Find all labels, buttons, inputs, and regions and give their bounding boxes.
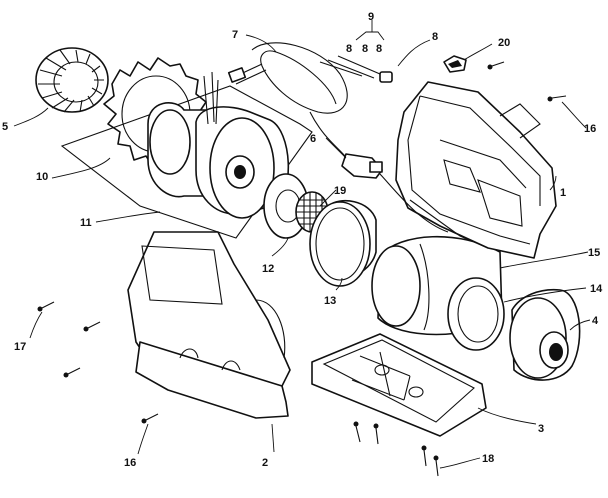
callout-9-sub-c: 8 [376,43,382,55]
part-20-clip [443,55,467,73]
part-9-wire-set [319,55,393,83]
part-6-switch [341,153,449,233]
callout-19: 19 [334,185,346,197]
callout-13: 13 [324,295,336,307]
callout-18: 18 [482,453,494,465]
callout-16-bottom: 16 [124,457,136,469]
callout-9-sub-a: 8 [346,43,352,55]
part-14-gasket-ring [447,277,505,351]
callout-7: 7 [232,29,238,41]
callout-2: 2 [262,457,268,469]
part-4-nozzle-cap [509,288,581,381]
motor-assembly [147,71,290,219]
callout-20: 20 [498,37,510,49]
callout-15: 15 [588,247,600,259]
callout-labels: 1 2 3 4 5 6 7 8 9 8 8 8 10 11 12 13 14 1… [2,11,603,469]
callout-12: 12 [262,263,274,275]
part-5-impeller-fan [35,47,109,113]
part-13-filter [309,199,377,287]
part-11-motor-plate [60,85,313,239]
part-1-main-housing [395,81,557,259]
part-2-lower-housing [127,231,291,419]
callout-17: 17 [14,341,26,353]
callout-6: 6 [310,133,316,145]
callout-8: 8 [432,31,438,43]
leader-lines [13,20,591,469]
callout-9-sub-b: 8 [362,43,368,55]
callout-3: 3 [538,423,544,435]
callout-5: 5 [2,121,8,133]
callout-1: 1 [560,187,566,199]
part-7-power-cord [227,42,349,161]
callout-16-top: 16 [584,123,596,135]
screws [37,61,567,477]
callout-14: 14 [590,283,603,295]
part-3-base-plate [311,333,487,437]
callout-10: 10 [36,171,48,183]
callout-4: 4 [592,315,599,327]
callout-9: 9 [368,11,374,23]
callout-11: 11 [80,217,92,229]
part-15-filter-bag [371,235,503,336]
